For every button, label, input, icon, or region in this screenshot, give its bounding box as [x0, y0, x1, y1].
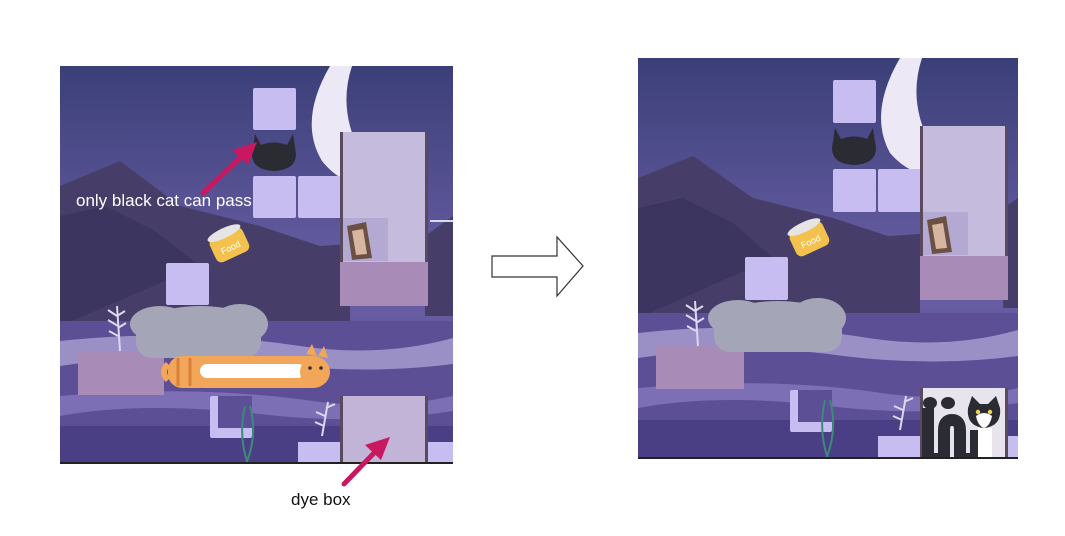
level-before-panel: Food [60, 66, 453, 464]
block [833, 169, 876, 212]
mountain-right [425, 216, 453, 316]
right-arrow-icon [491, 235, 584, 298]
moon-icon [881, 58, 968, 178]
level-after-panel: Food [638, 58, 1018, 459]
block [878, 169, 921, 212]
black-cat-gate-icon [252, 134, 296, 171]
food-can-icon: Food [787, 218, 830, 257]
bush [130, 304, 268, 358]
fern-plant-icon [107, 305, 127, 352]
moon-icon [311, 66, 400, 188]
annotation-arrow-icon [200, 142, 257, 196]
block [833, 80, 876, 123]
fern-plant-icon [685, 300, 705, 347]
dark-block [340, 262, 428, 306]
seaweed [821, 399, 829, 459]
annotation-black-cat-gate: only black cat can pass [76, 191, 252, 210]
black-cat-gate-icon [832, 128, 876, 165]
black-white-cat-icon [922, 396, 1001, 459]
block [253, 88, 296, 130]
orange-cat-icon [161, 344, 330, 388]
block [166, 263, 209, 305]
seaweed [241, 405, 249, 464]
bush [708, 298, 846, 352]
food-bag-icon [927, 216, 952, 254]
dark-block [920, 256, 1008, 300]
block [298, 176, 341, 218]
dark-block [78, 352, 164, 395]
fern-plant-icon [314, 401, 336, 437]
food-can-icon: Food [207, 224, 250, 263]
mountain-front [638, 198, 773, 318]
block [878, 436, 920, 459]
mountain-front [60, 206, 200, 326]
fern-plant-icon [892, 395, 914, 431]
food-bag-icon [347, 222, 372, 260]
annotation-arrow-icon [341, 437, 390, 487]
dark-block [656, 346, 744, 389]
annotation-dye-box: dye box [291, 490, 351, 509]
level-before-scene: Food [60, 66, 453, 464]
block [428, 442, 453, 464]
block [1008, 436, 1018, 459]
dye-box [340, 396, 428, 464]
block [745, 257, 788, 300]
block [298, 442, 340, 464]
block [253, 176, 296, 218]
level-after-scene: Food [638, 58, 1018, 459]
